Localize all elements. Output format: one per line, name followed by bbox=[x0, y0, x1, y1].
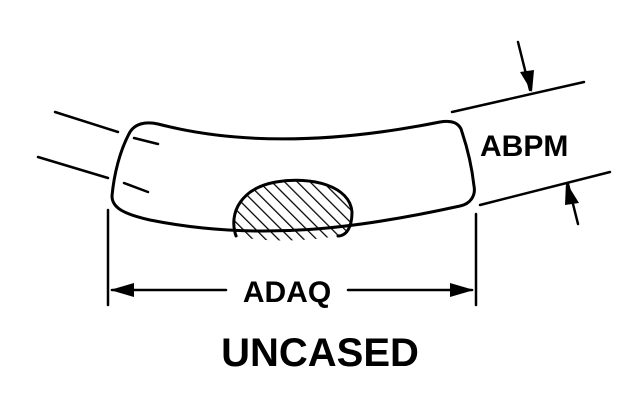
length-label: ADAQ bbox=[243, 276, 331, 309]
length-dimension bbox=[106, 208, 478, 307]
cross-section bbox=[232, 178, 354, 241]
thickness-dimension bbox=[450, 40, 612, 226]
thickness-label: ABPM bbox=[480, 130, 568, 163]
diagram-caption: UNCASED bbox=[221, 331, 419, 375]
left-extension-lines bbox=[36, 110, 160, 194]
wire-body bbox=[110, 119, 476, 233]
